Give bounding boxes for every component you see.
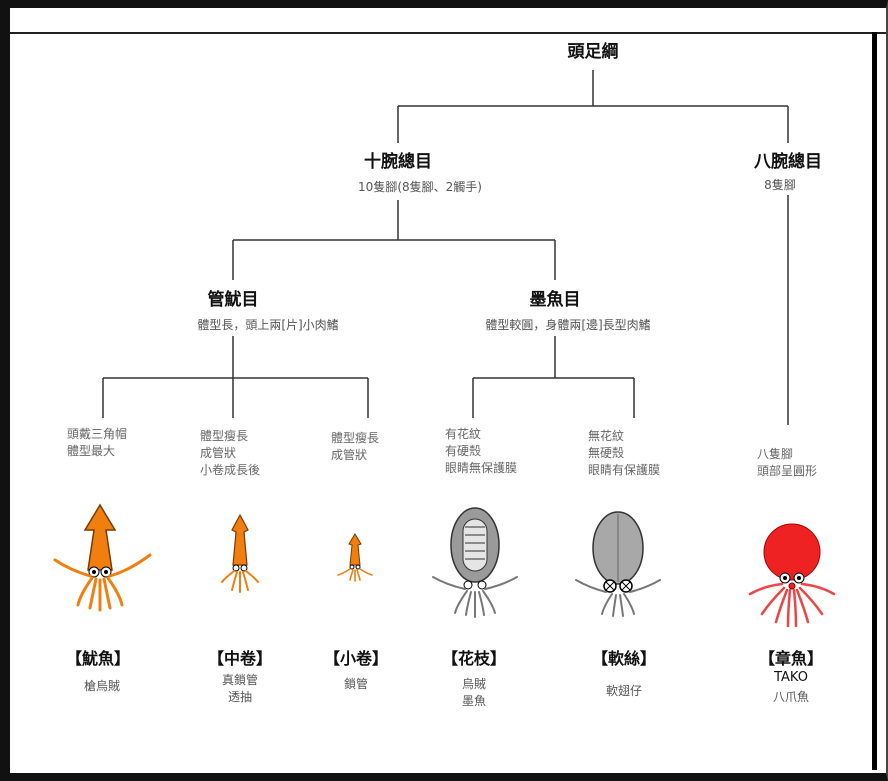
octopus-icon xyxy=(748,523,836,628)
mid-squid-illustration xyxy=(221,513,259,593)
desc-soft: 無花紋 無硬殼 眼睛有保護膜 xyxy=(588,429,661,477)
desc-squid: 頭戴三角帽 體型最大 xyxy=(67,427,128,458)
decapodiformes-title: 十腕總目 xyxy=(364,152,432,172)
animal-alias-squid: 槍烏賊 xyxy=(83,679,121,693)
octopus-illustration xyxy=(748,523,836,628)
squid-illustration xyxy=(53,503,152,612)
animal-name-cuttle: 【花枝】 xyxy=(441,649,507,668)
animal-name-small: 【小卷】 xyxy=(323,649,389,668)
decapodiformes-subtitle: 10隻腳(8隻腳、2觸手) xyxy=(358,180,482,194)
desc-small: 體型瘦長 成管狀 xyxy=(331,431,380,462)
cuttlefish-illustration xyxy=(432,507,518,618)
desc-mid: 體型瘦長 成管狀 小卷成長後 xyxy=(200,429,261,477)
teuthida-subtitle: 體型長，頭上兩[片]小肉鰭 xyxy=(197,318,339,332)
animal-name-mid: 【中卷】 xyxy=(207,649,273,668)
animal-alias-small: 鎖管 xyxy=(343,677,369,691)
animal-alias-cuttle: 烏賊 墨魚 xyxy=(461,677,487,708)
animal-name-octopus: 【章魚】 xyxy=(758,649,824,668)
small-squid-illustration xyxy=(337,533,373,582)
bigfin-squid-illustration xyxy=(575,511,661,617)
sepiida-subtitle: 體型較圓，身體兩[邊]長型肉鰭 xyxy=(485,318,651,332)
desc-octopus: 八隻腳 頭部呈圓形 xyxy=(757,447,818,478)
animal-alias-mid: 真鎖管 透抽 xyxy=(221,673,259,704)
animal-alias-octopus: 八爪魚 xyxy=(772,690,810,704)
sepiida-title: 墨魚目 xyxy=(529,290,581,310)
small-squid-icon xyxy=(337,533,373,582)
octopodiformes-title: 八腕總目 xyxy=(754,152,822,172)
squid-icon xyxy=(53,503,152,612)
animal-name-soft: 【軟絲】 xyxy=(591,649,657,668)
right-edge-bar xyxy=(872,32,877,770)
teuthida-title: 管魷目 xyxy=(207,290,259,310)
bigfin-squid-icon xyxy=(575,511,661,617)
animal-name-squid: 【魷魚】 xyxy=(65,649,131,668)
animal-alias-en-octopus: TAKO xyxy=(774,670,808,685)
cuttlefish-icon xyxy=(432,507,518,618)
desc-cuttle: 有花紋 有硬殼 眼睛無保護膜 xyxy=(445,427,518,475)
animal-alias-soft: 軟翅仔 xyxy=(605,684,643,698)
mid-squid-icon xyxy=(221,513,259,593)
root-title: 頭足綱 xyxy=(567,42,619,62)
top-bar xyxy=(10,8,886,34)
octopodiformes-subtitle: 8隻腳 xyxy=(764,178,796,192)
